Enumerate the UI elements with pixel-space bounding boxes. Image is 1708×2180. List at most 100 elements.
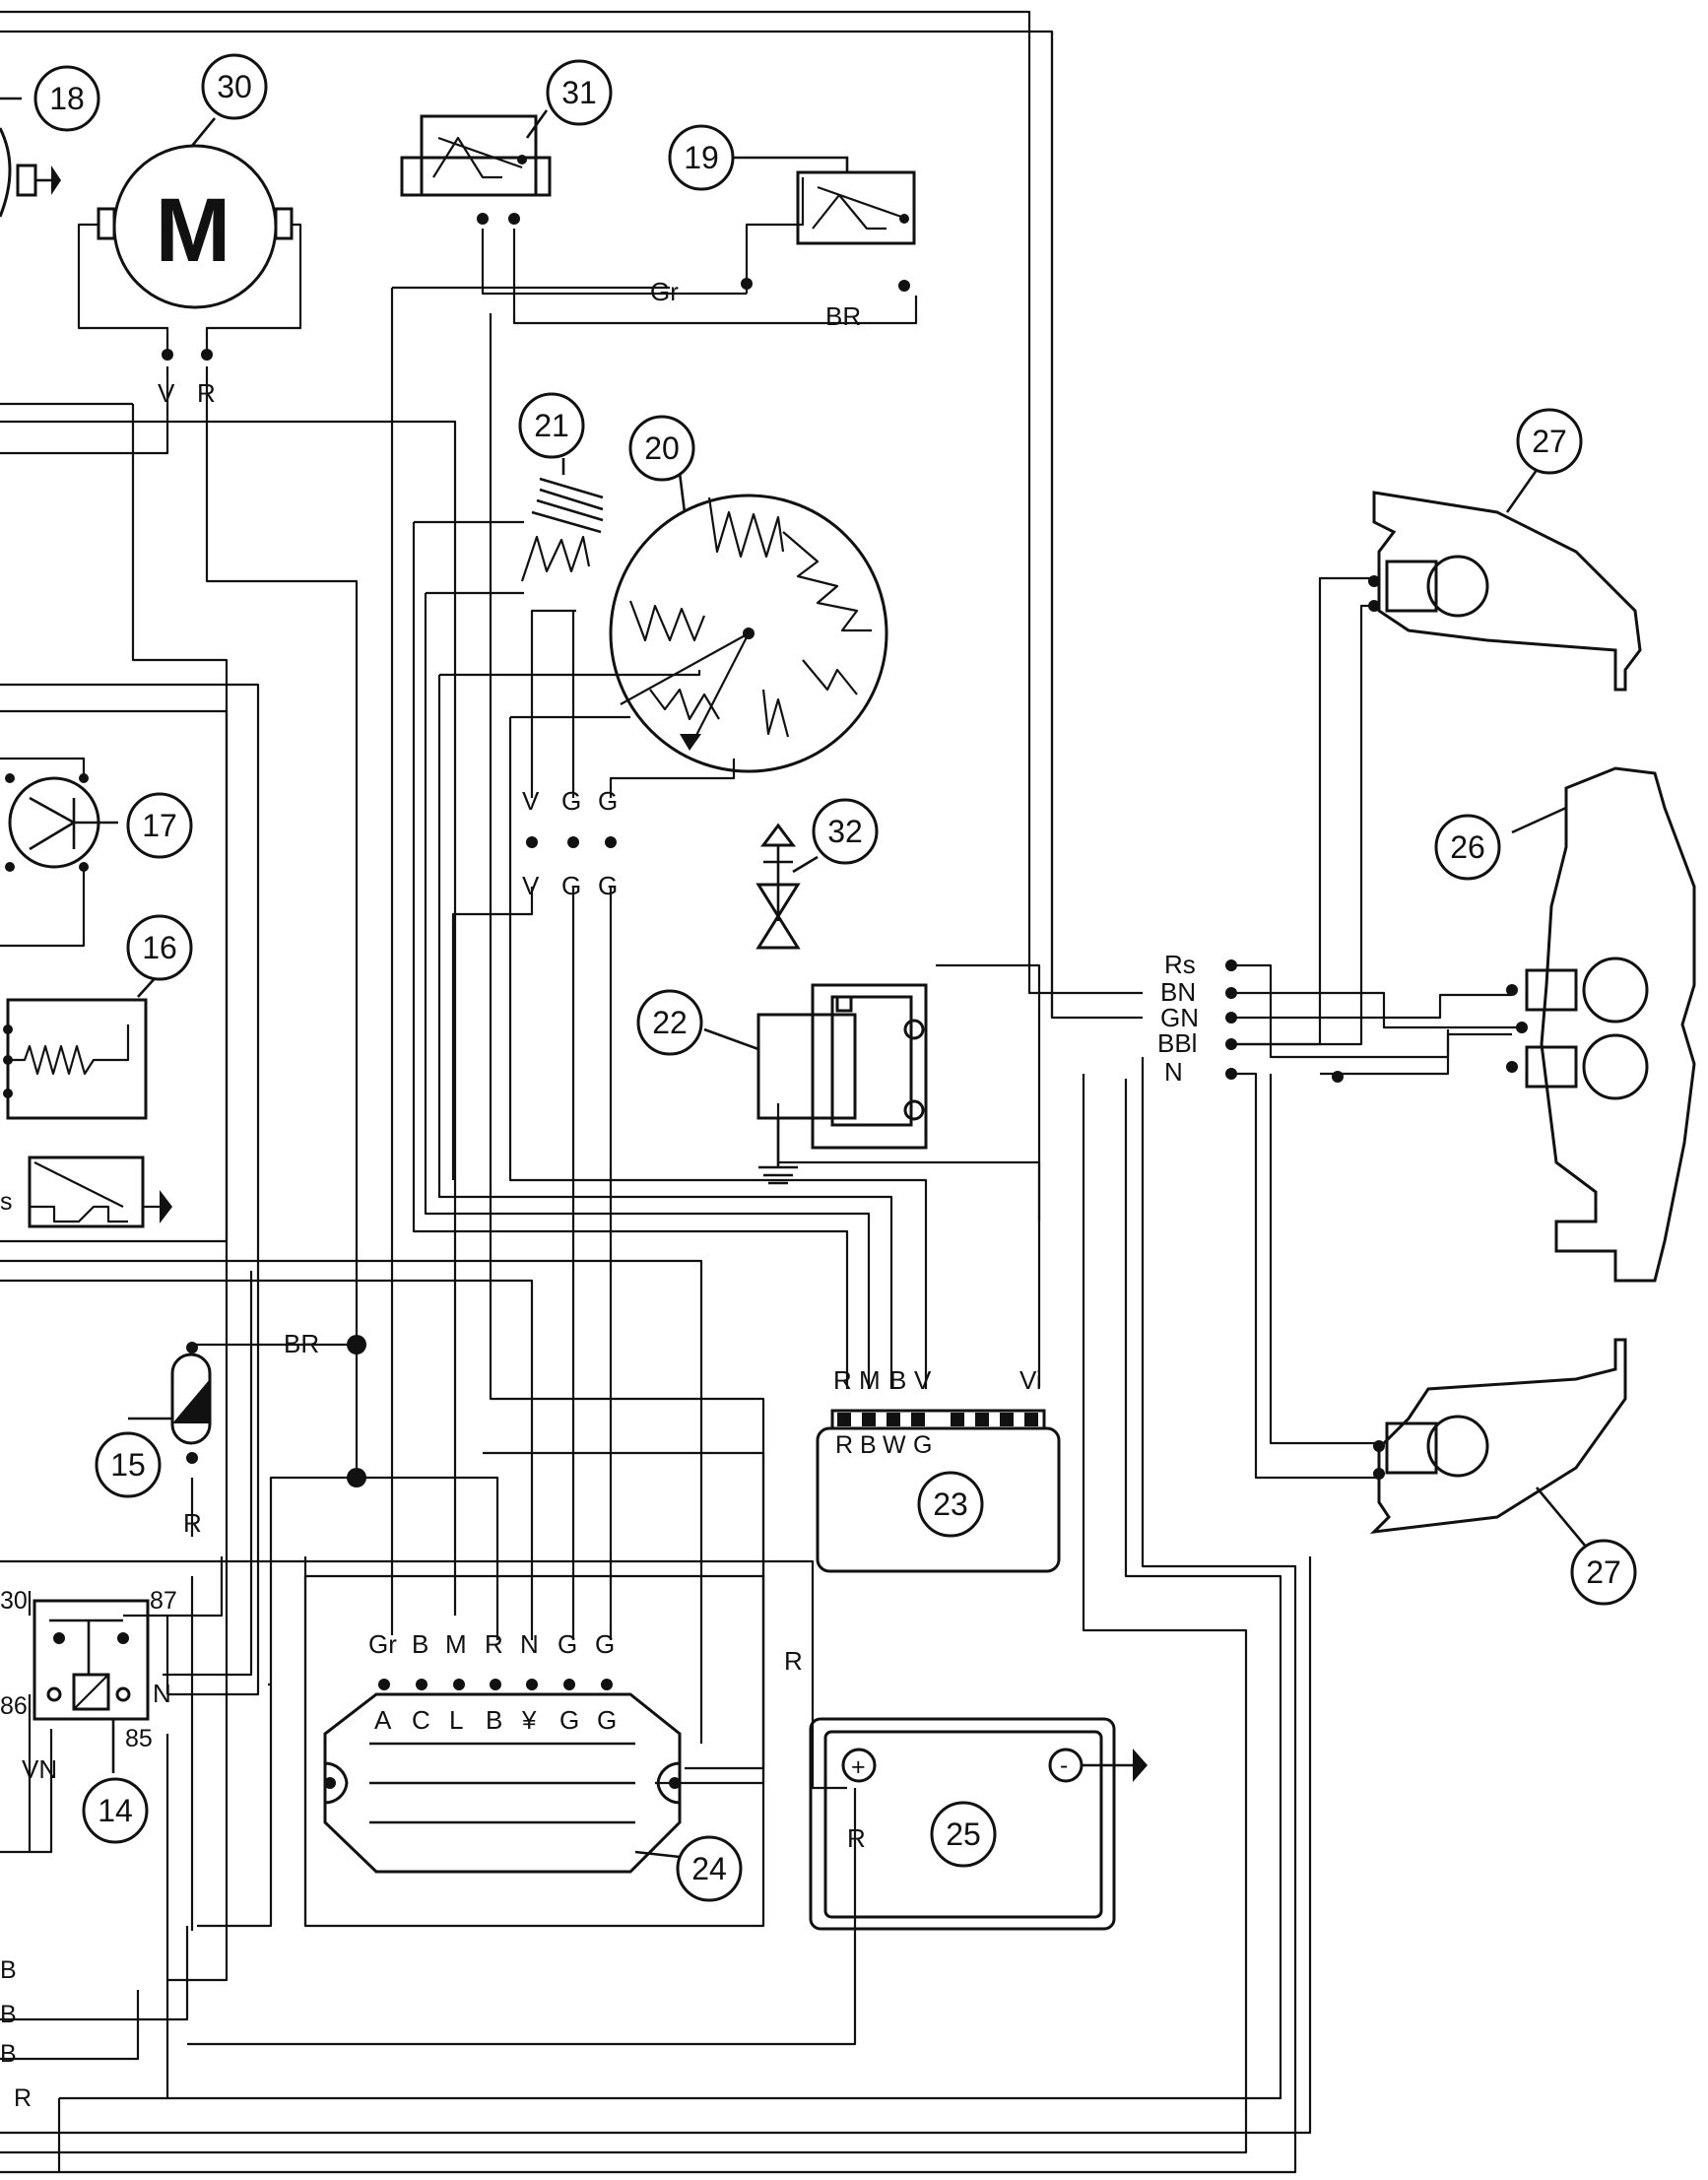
label-30: 30 bbox=[217, 69, 252, 104]
horn-15 bbox=[128, 1342, 212, 1464]
cdi-bot-r: R bbox=[835, 1431, 853, 1459]
label-17: 17 bbox=[142, 808, 177, 843]
label-31: 31 bbox=[561, 75, 597, 110]
reg-pin-g2: G bbox=[597, 1705, 617, 1735]
wire-label-r: R bbox=[197, 378, 216, 408]
cdi-bot-g: G bbox=[913, 1431, 932, 1459]
stator-20 bbox=[609, 472, 888, 773]
cdi-top-v: V bbox=[914, 1365, 932, 1395]
rear-light-bn: BN bbox=[1160, 977, 1196, 1007]
resistor-16 bbox=[3, 974, 159, 1120]
label-27-top: 27 bbox=[1532, 424, 1567, 459]
cdi-top-r: R bbox=[833, 1365, 852, 1395]
cdi-bot-b: B bbox=[860, 1431, 877, 1459]
relay-14 bbox=[33, 1599, 150, 1773]
cdi-top-b: B bbox=[889, 1365, 906, 1395]
reg-wire-g2: G bbox=[595, 1629, 615, 1659]
reg-wire-g1: G bbox=[558, 1629, 577, 1659]
relay-pin-85: 85 bbox=[125, 1725, 153, 1752]
sender-31 bbox=[400, 109, 552, 197]
reg-pin-l: L bbox=[449, 1705, 463, 1735]
wire-label-r-batt: R bbox=[784, 1646, 803, 1676]
ign-bot-g1: G bbox=[561, 871, 581, 900]
reg-pin-g1: G bbox=[559, 1705, 579, 1735]
regulator-pin-dots bbox=[378, 1679, 613, 1690]
battery-plus: + bbox=[851, 1753, 866, 1781]
left-b-3: B bbox=[0, 2040, 17, 2068]
switch-left bbox=[28, 1156, 172, 1228]
reg-wire-r: R bbox=[485, 1629, 503, 1659]
pickup-21 bbox=[520, 458, 604, 582]
reg-pin-a: A bbox=[374, 1705, 392, 1735]
label-14: 14 bbox=[98, 1793, 133, 1828]
ign-top-v: V bbox=[522, 786, 540, 816]
reg-wire-n: N bbox=[520, 1629, 539, 1659]
motor-symbol: M bbox=[156, 180, 231, 281]
label-16: 16 bbox=[142, 930, 177, 965]
motor-30: M bbox=[77, 117, 302, 350]
label-19: 19 bbox=[684, 140, 719, 175]
ign-top-g1: G bbox=[561, 786, 581, 816]
cdi-pin-dots bbox=[837, 1413, 1038, 1426]
wire-label-br-mid: BR bbox=[284, 1329, 319, 1358]
label-25: 25 bbox=[946, 1817, 981, 1852]
lamp-26 bbox=[1511, 766, 1696, 1283]
label-21: 21 bbox=[534, 408, 569, 443]
wire-labels: Gr BR V R V G G V G G Rs BN GN BBl N R M… bbox=[0, 277, 1199, 2112]
wire-label-r-batt-in: R bbox=[847, 1823, 866, 1853]
ign-bot-g2: G bbox=[598, 871, 618, 900]
cdi-top-vi: Vi bbox=[1019, 1365, 1042, 1395]
relay-pin-87: 87 bbox=[150, 1587, 177, 1615]
reg-pin-b: B bbox=[486, 1705, 502, 1735]
junction-dots bbox=[162, 213, 1528, 1487]
coil-22 bbox=[703, 983, 928, 1185]
battery-minus: - bbox=[1060, 1751, 1068, 1779]
label-27-bottom: 27 bbox=[1586, 1554, 1621, 1590]
label-20: 20 bbox=[644, 430, 680, 466]
label-15: 15 bbox=[110, 1447, 146, 1483]
tail-lamp-27-bottom bbox=[1369, 1338, 1627, 1548]
component-numbers: 18 30 31 19 21 20 27 26 17 16 32 22 15 2… bbox=[33, 53, 1637, 1902]
label-22: 22 bbox=[652, 1005, 688, 1040]
reg-wire-gr: Gr bbox=[368, 1629, 397, 1659]
tail-lamp-27-top bbox=[1372, 462, 1642, 692]
battery-25: + - bbox=[809, 1717, 1148, 1931]
diode-17 bbox=[0, 757, 118, 948]
ign-bot-v: V bbox=[522, 871, 540, 900]
label-26: 26 bbox=[1450, 829, 1485, 865]
reg-wire-b: B bbox=[412, 1629, 428, 1659]
left-r: R bbox=[14, 2084, 32, 2112]
rear-light-n: N bbox=[1164, 1057, 1183, 1087]
relay-wire-vn: VN bbox=[22, 1754, 57, 1784]
label-24: 24 bbox=[691, 1851, 727, 1886]
reg-pin-c: C bbox=[412, 1705, 430, 1735]
wires bbox=[0, 10, 1517, 2174]
relay-pin-86: 86 bbox=[0, 1692, 28, 1720]
spark-plug-32 bbox=[755, 823, 819, 950]
sender-19 bbox=[734, 156, 916, 245]
left-switch-s: s bbox=[0, 1188, 13, 1216]
label-23: 23 bbox=[933, 1486, 968, 1522]
rear-light-rs: Rs bbox=[1164, 950, 1196, 979]
label-18: 18 bbox=[49, 81, 85, 116]
cdi-top-m: M bbox=[859, 1365, 881, 1395]
left-b-1: B bbox=[0, 1956, 17, 1984]
cdi-bot-w: W bbox=[883, 1431, 906, 1459]
reg-wire-m: M bbox=[445, 1629, 467, 1659]
wire-label-v: V bbox=[158, 378, 175, 408]
rear-light-gn: GN bbox=[1160, 1003, 1199, 1032]
rear-light-bbl: BBl bbox=[1157, 1028, 1197, 1058]
reg-pin-yen: ¥ bbox=[521, 1705, 537, 1735]
left-b-2: B bbox=[0, 2001, 17, 2028]
wire-label-r-15: R bbox=[183, 1508, 202, 1538]
wire-label-gr: Gr bbox=[650, 277, 679, 306]
relay-pin-30: 30 bbox=[0, 1587, 28, 1615]
relay-wire-n: N bbox=[153, 1679, 171, 1708]
regulator-24 bbox=[323, 1692, 682, 1874]
ign-top-g2: G bbox=[598, 786, 618, 816]
component-18 bbox=[0, 97, 61, 218]
label-32: 32 bbox=[827, 814, 863, 849]
cdi-unit-23 bbox=[816, 1409, 1061, 1573]
wire-label-br-top: BR bbox=[825, 301, 861, 331]
